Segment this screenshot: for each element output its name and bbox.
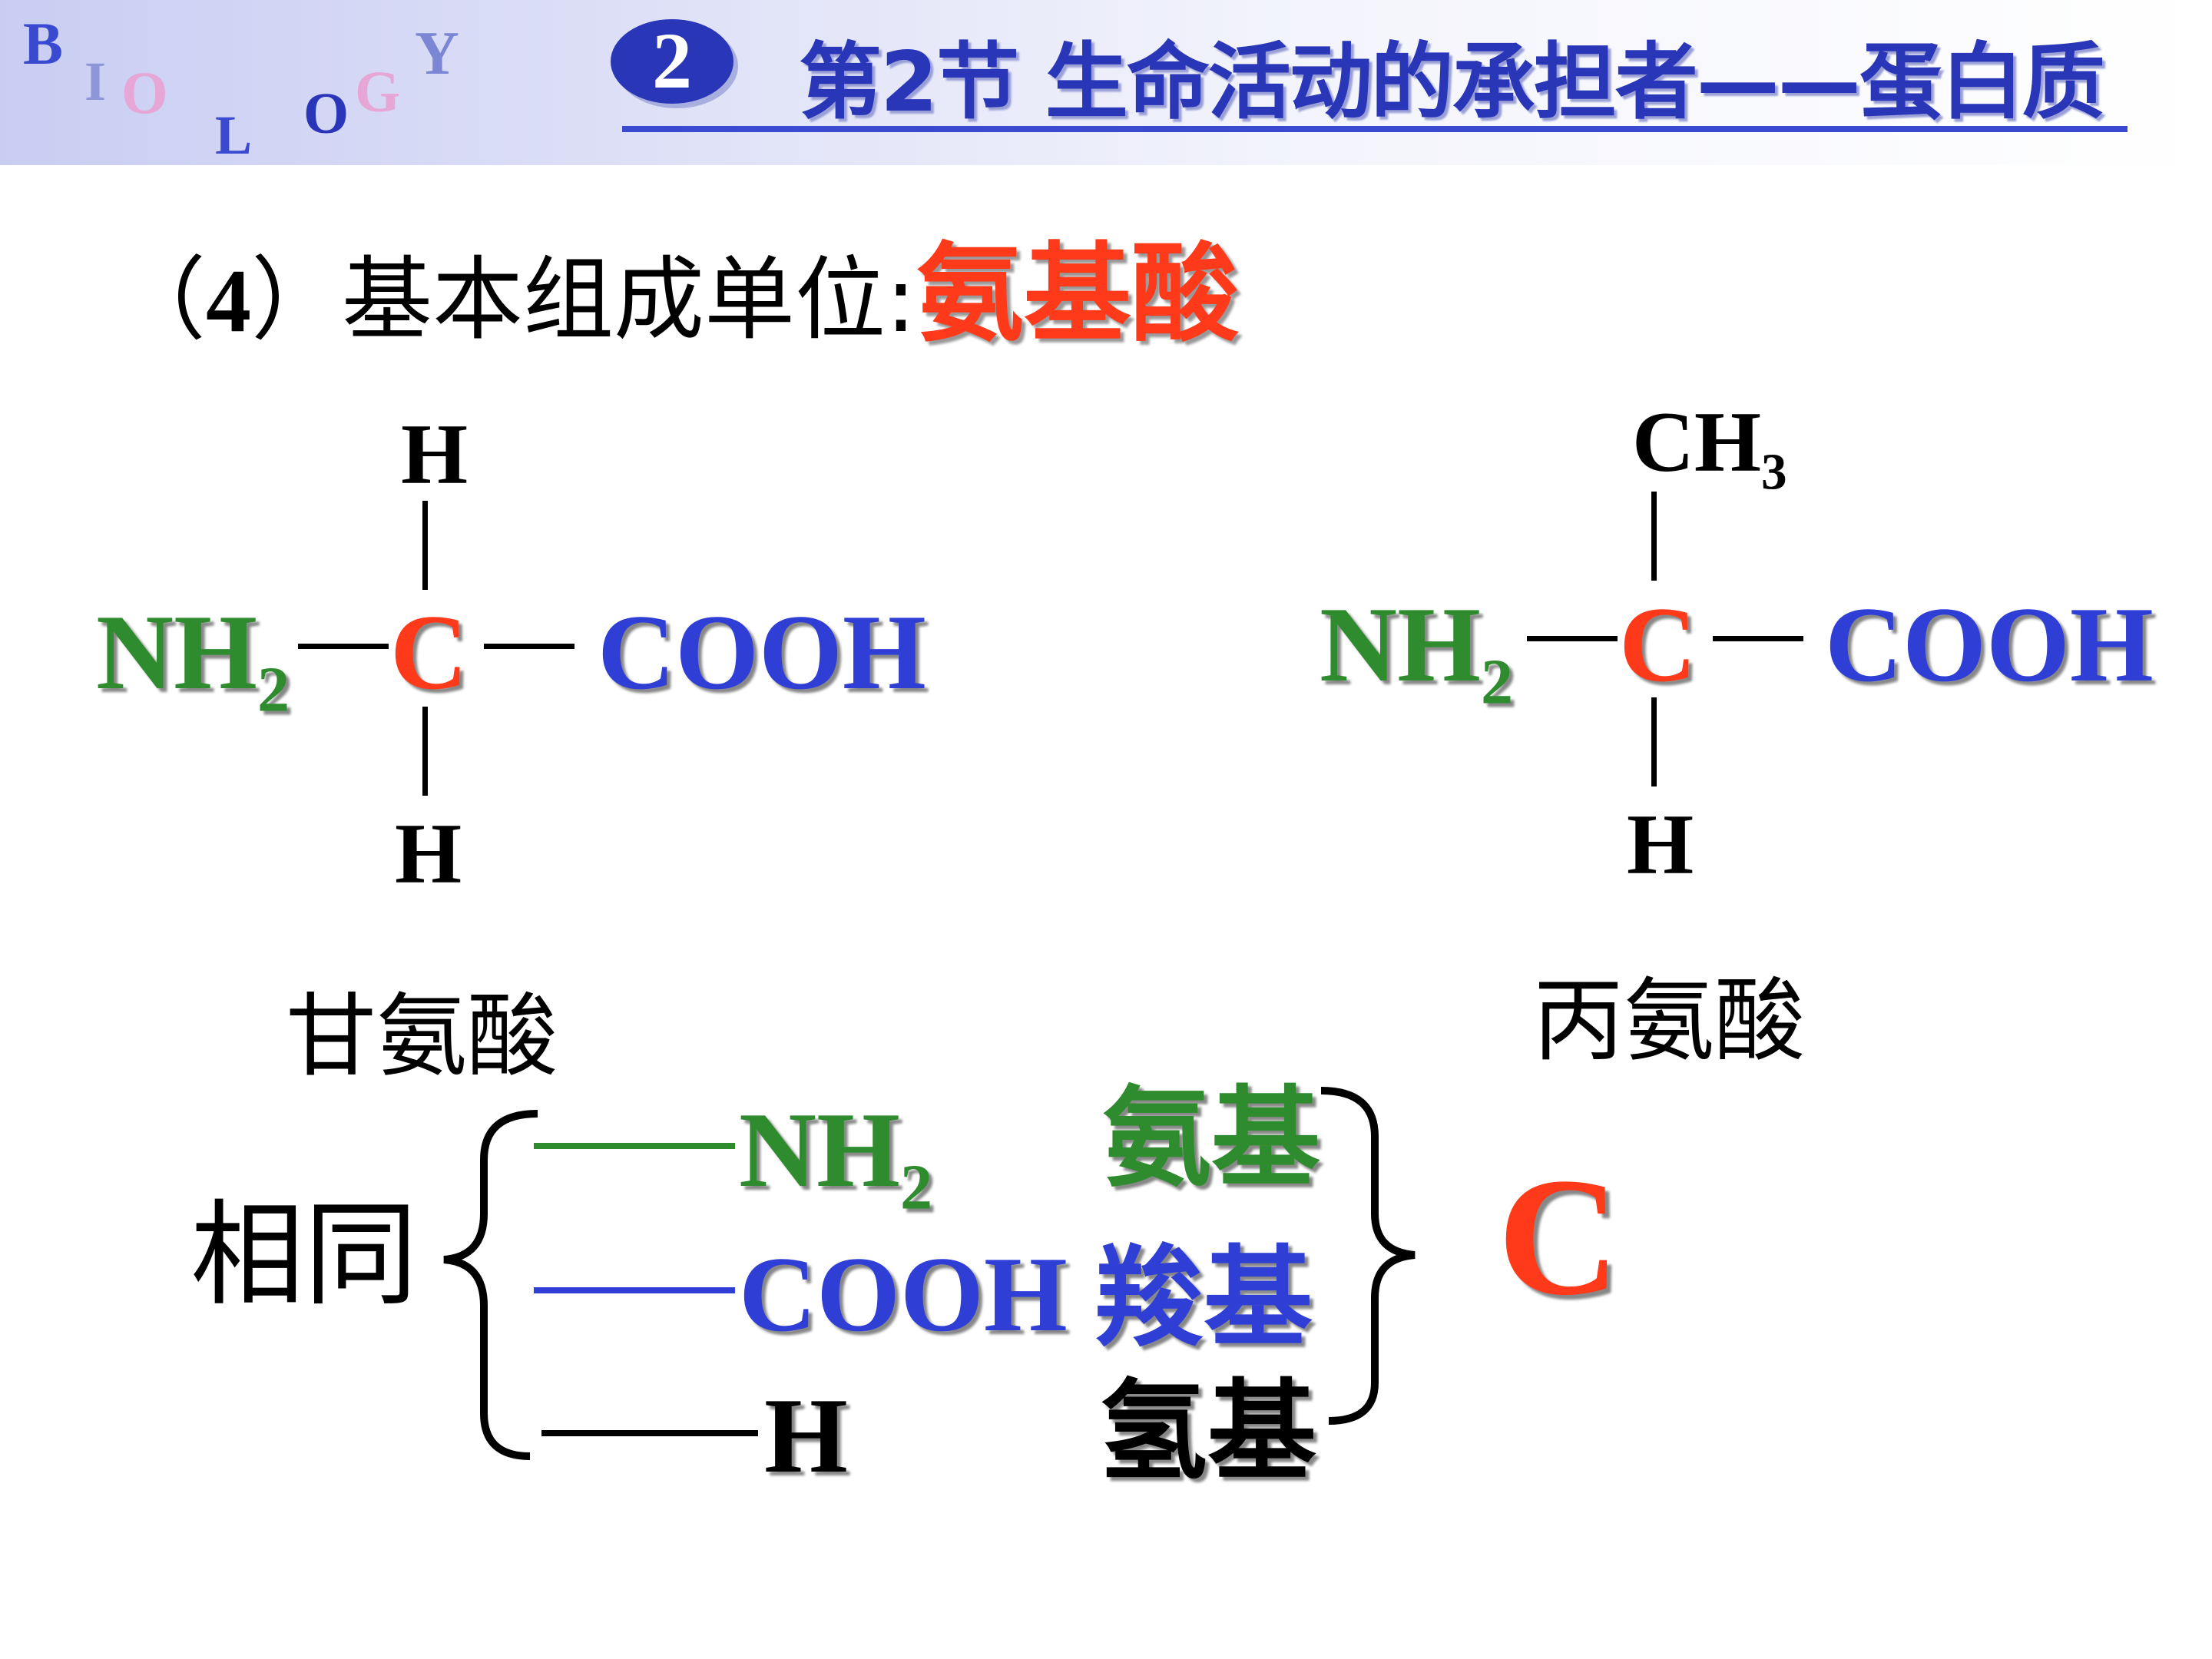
group-dash-carboxyl	[534, 1287, 735, 1293]
title-underline	[622, 126, 2128, 132]
group-name-h: 氢基	[1098, 1369, 1316, 1495]
central-carbon-result: C	[1498, 1143, 1620, 1330]
glycine-amino: NH2	[96, 593, 290, 726]
logo-letter-g: G	[355, 60, 401, 124]
alanine-carbon: C	[1619, 585, 1697, 704]
glycine-top-h: H	[401, 407, 469, 502]
group-name-amino: 氨基	[1102, 1075, 1320, 1202]
right-brace	[1320, 1087, 1416, 1425]
group-formula-amino: NH2	[739, 1091, 932, 1224]
glycine-name: 甘氨酸	[286, 983, 558, 1089]
glycine-carboxyl: COOH	[598, 593, 926, 712]
logo-letter-i: I	[84, 51, 107, 112]
glycine-carbon: C	[390, 593, 469, 712]
alanine-bond-right	[1713, 636, 1803, 641]
common-label: 相同	[190, 1189, 418, 1321]
logo-letter-y: Y	[415, 20, 459, 88]
group-dash-h	[541, 1430, 758, 1436]
alanine-amino: NH2	[1320, 585, 1513, 718]
subheading-text: ）基本组成单位:	[251, 247, 916, 353]
logo-letter-o: O	[121, 59, 168, 126]
alanine-carboxyl: COOH	[1825, 585, 2154, 704]
subheading-number: 4	[206, 250, 252, 351]
slide-header: B I O L O G Y	[0, 0, 2212, 165]
subheading: （4）基本组成单位:氨基酸	[115, 207, 1239, 363]
logo-letter-l: L	[215, 104, 253, 166]
glycine-bond-left	[298, 644, 389, 649]
alanine-bond-left	[1527, 636, 1618, 641]
glycine-bond-right	[484, 644, 575, 649]
subheading-prefix: （	[115, 247, 207, 353]
glycine-bond-top	[422, 501, 428, 590]
group-formula-carboxyl: COOH	[739, 1235, 1068, 1354]
alanine-name: 丙氨酸	[1533, 968, 1806, 1074]
alanine-bond-top	[1651, 492, 1657, 581]
section-number-badge: 2	[611, 19, 733, 104]
group-formula-h: H	[764, 1376, 848, 1495]
group-name-carboxyl: 羧基	[1094, 1235, 1313, 1362]
alanine-top-ch3: CH3	[1632, 395, 1787, 501]
group-dash-amino	[534, 1143, 735, 1149]
logo-letter-b: B	[23, 10, 64, 77]
logo-letter-o2: O	[303, 81, 349, 146]
glycine-bottom-h: H	[395, 806, 462, 902]
glycine-bond-bottom	[422, 707, 428, 796]
subheading-highlight: 氨基酸	[916, 232, 1239, 357]
alanine-bond-bottom	[1651, 697, 1657, 786]
alanine-bottom-h: H	[1627, 797, 1694, 892]
left-brace	[443, 1110, 538, 1460]
page-title: 第2节 生命活动的承担者——蛋白质	[799, 35, 2105, 131]
